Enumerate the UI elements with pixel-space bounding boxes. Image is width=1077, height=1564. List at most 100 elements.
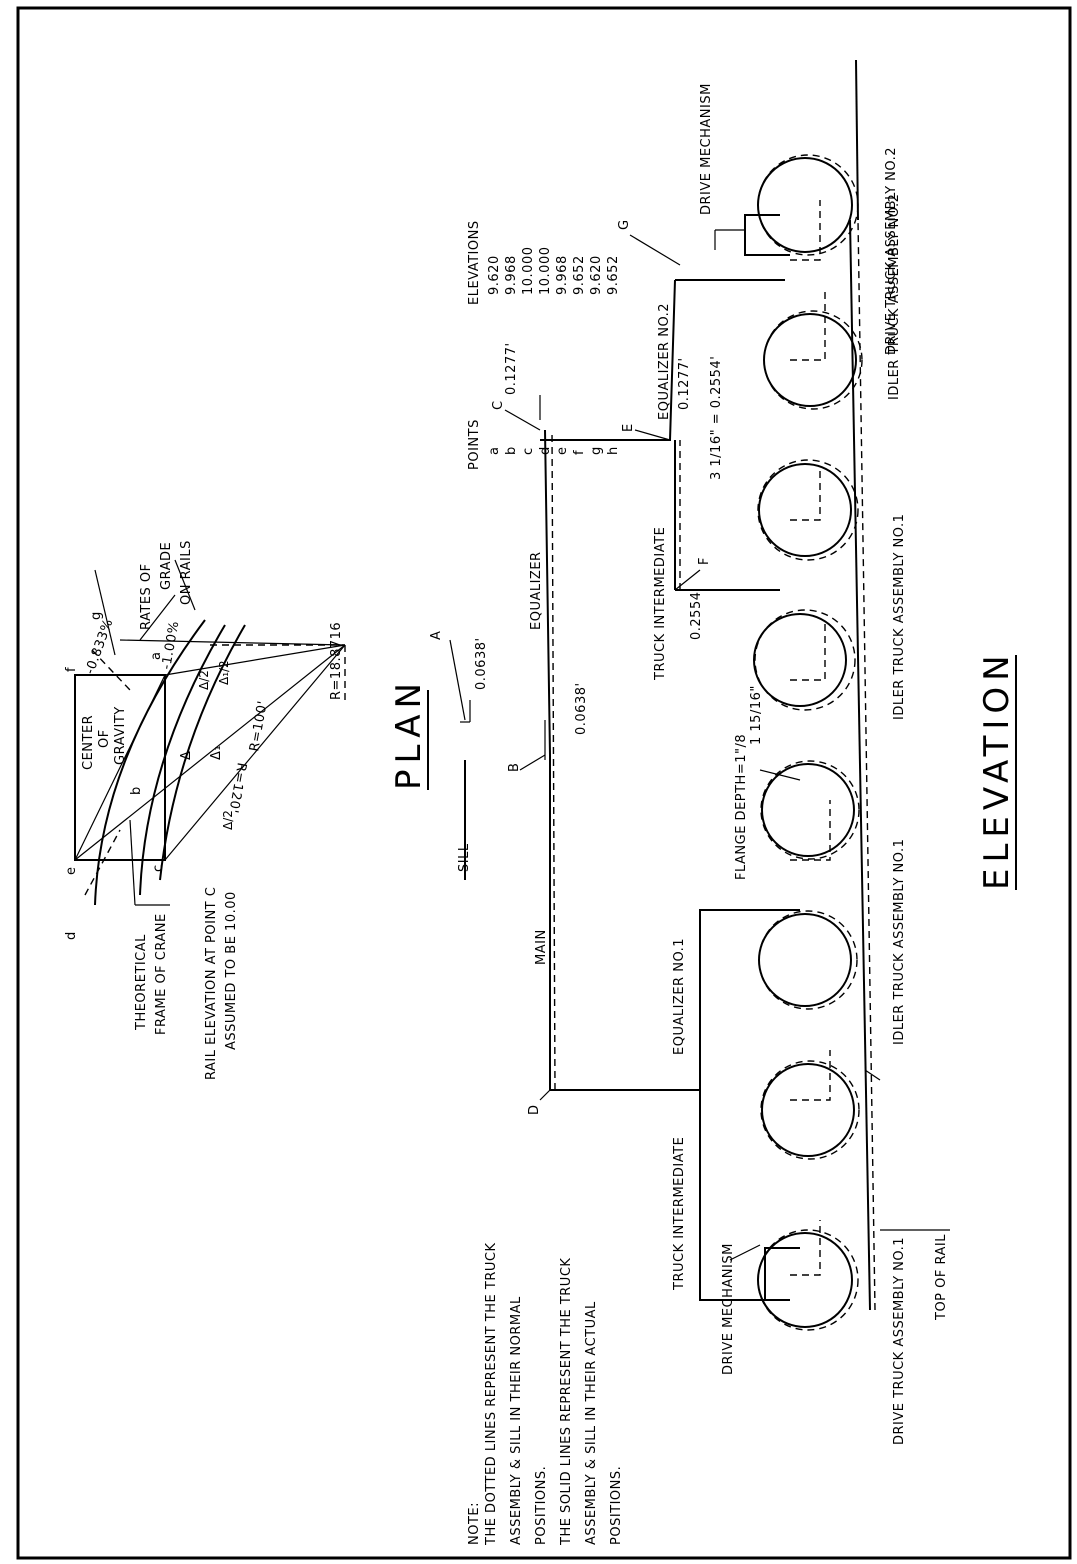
table-elevation: 10.000 <box>521 247 536 296</box>
wheel-5 <box>753 613 847 707</box>
equalizer-2-beam <box>540 279 676 441</box>
wheel-8 <box>757 157 853 253</box>
equalizer-no2-label: EQUALIZER NO.2 <box>657 303 672 420</box>
table-elevation: 9.652 <box>572 255 587 295</box>
note-line-4: THE SOLID LINES REPRESENT THE TRUCK <box>559 1258 574 1546</box>
wheel-1 <box>757 1232 853 1328</box>
truck-frame-6 <box>790 290 826 361</box>
truck-frame-4 <box>790 620 826 681</box>
leader-idler-1 <box>864 1069 881 1081</box>
radius-line-c <box>164 644 346 861</box>
frame-diagonal <box>74 674 166 861</box>
main-equalizer-beam <box>544 429 551 1090</box>
table-point: a <box>487 447 502 455</box>
rail-line-actual <box>849 219 871 1311</box>
plan-point-b: b <box>129 786 144 795</box>
on-rails-label: ON RAILS <box>179 540 194 605</box>
grade-value-1: -0.833% <box>83 617 117 676</box>
leader-b <box>519 754 546 771</box>
elev-point-g: G <box>617 219 632 230</box>
cog-label-3: GRAVITY <box>113 706 128 765</box>
wheel-2 <box>761 1063 855 1157</box>
plan-point-f: f <box>64 667 79 672</box>
dim-0638-top: 0.0638' <box>474 637 489 690</box>
flange-depth-label: FLANGE DEPTH=1"/8 <box>734 734 749 880</box>
dim-15-16: 1 15/16" <box>749 685 764 745</box>
table-point: h <box>606 446 621 455</box>
radius-line-top <box>119 639 346 646</box>
rail-line-top <box>855 59 859 221</box>
truck-intermediate-left-label: TRUCK INTERMEDIATE <box>672 1137 687 1291</box>
table-header-points: POINTS <box>467 419 482 470</box>
radius-center: R=18.8716 <box>329 622 344 700</box>
leader-frame <box>129 819 136 906</box>
table-header-elevations: ELEVATIONS <box>467 220 482 305</box>
elevation-view: SILL MAIN EQUALIZER EQUALIZER NO.1 EQUAL… <box>429 59 1017 1445</box>
note-line-5: ASSEMBLY & SILL IN THEIR ACTUAL <box>584 1301 599 1545</box>
wheel-7-normal <box>763 310 863 410</box>
leader-grade-1 <box>94 569 116 656</box>
cog-label-2: OF <box>97 729 112 748</box>
leader-a <box>449 639 466 721</box>
delta-1-label: Δ₁ <box>209 745 224 760</box>
truck-intermediate-right-label: TRUCK INTERMEDIATE <box>653 527 668 681</box>
plan-point-c: c <box>151 864 166 872</box>
idler-truck-no2-label: IDLER TRUCK ASSEMBLY NO.2 <box>887 194 902 400</box>
dim-2554-left: 0.2554' <box>689 587 704 640</box>
note-line-2: ASSEMBLY & SILL IN THEIR NORMAL <box>509 1296 524 1545</box>
dim-2554-right: 3 1/16" = 0.2554' <box>709 356 724 480</box>
wheel-3-normal <box>758 910 858 1010</box>
wheel-7 <box>763 313 857 407</box>
equalizer-1-beam <box>699 909 800 1090</box>
table-elevation: 9.968 <box>504 255 519 295</box>
sill-label: SILL <box>457 843 472 872</box>
wheel-3 <box>758 913 852 1007</box>
truck-frame-7 <box>790 200 821 261</box>
truck-intermediate-left-beam <box>699 1090 790 1301</box>
table-rows: a9.620b9.968c10.000d10.000e9.968f9.652g9… <box>487 247 621 456</box>
plan-point-g: g <box>89 611 104 620</box>
radius-100: R=100' <box>247 700 271 753</box>
grade-label: GRADE <box>159 542 174 590</box>
delta-half-label: Δ/2 <box>197 670 211 690</box>
top-of-rail-label: TOP OF RAIL <box>934 1234 949 1321</box>
leader-drive-mech-left <box>729 1244 761 1261</box>
wheels <box>753 154 863 1331</box>
plan-point-a: a <box>149 652 164 660</box>
rates-of-label: RATES OF <box>139 563 154 630</box>
radius-line-e <box>74 644 346 861</box>
main-beam-dashed <box>551 429 556 1091</box>
leader-e <box>634 429 671 441</box>
delta-half-label-b: Δ/2 <box>221 810 235 830</box>
drive-truck-no2-label: DRIVE TRUCK ASSEMBLY NO.2 <box>884 147 899 355</box>
plan-point-d: d <box>64 931 79 940</box>
idler-truck-no1-label-b: IDLER TRUCK ASSEMBLY NO.1 <box>892 514 907 720</box>
radius-line-a <box>164 644 346 676</box>
drive-mech-left-box <box>764 1247 800 1300</box>
leader-d <box>539 1089 551 1101</box>
elev-point-d: D <box>527 1104 542 1115</box>
note-block: NOTE: THE DOTTED LINES REPRESENT THE TRU… <box>467 1243 624 1546</box>
elevations-table: POINTS ELEVATIONS a9.620b9.968c10.000d10… <box>467 220 621 470</box>
dim-0638-bottom: 0.0638' <box>574 682 589 735</box>
equalizer-no1-label: EQUALIZER NO.1 <box>672 938 687 1055</box>
drive-mech-left-label: DRIVE MECHANISM <box>721 1243 736 1375</box>
elev-point-e: E <box>621 423 636 432</box>
elev-point-f: F <box>697 557 712 565</box>
truck-frame-5 <box>790 470 821 521</box>
leader-g <box>629 234 681 266</box>
leader-flange <box>759 769 801 781</box>
grade-value-2: -1.00% <box>159 620 182 671</box>
elev-point-a: A <box>429 631 444 640</box>
elev-point-c: C <box>491 400 506 410</box>
rail-elev-note-1: RAIL ELEVATION AT POINT C <box>204 887 219 1080</box>
radius-120: R=120' <box>225 761 249 814</box>
plan-view: e d c b a g f CENTER OF GRAVITY THEORETI… <box>64 540 429 1080</box>
leader-f <box>674 569 701 591</box>
cog-label-1: CENTER <box>81 715 96 770</box>
table-point: f <box>572 450 587 455</box>
wheel-6 <box>758 463 852 557</box>
dim-1277-top: 0.1277' <box>504 342 519 395</box>
rail-elev-note-2: ASSUMED TO BE 10.00 <box>224 891 239 1050</box>
delta-label: Δ <box>179 751 194 760</box>
